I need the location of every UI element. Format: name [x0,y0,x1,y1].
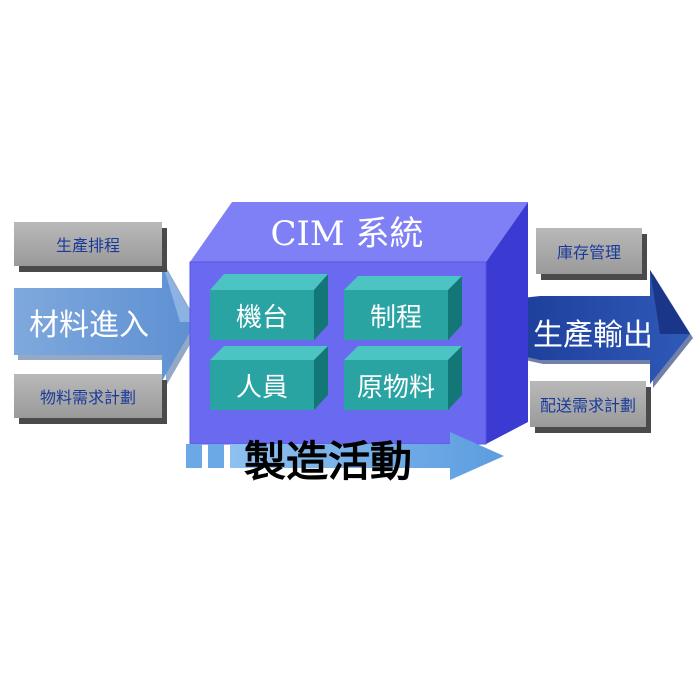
module-label-process: 制程 [369,302,422,333]
manufacturing-activity-label: 製造活動 [244,436,413,486]
module-cube-machine [210,274,328,340]
module-cube-personnel [210,346,328,410]
module-cube-process [344,276,462,340]
module-label-material: 原物料 [356,372,435,403]
input-arrow-label: 材料進入 [29,308,149,343]
system-title: CIM 系統 [270,213,424,254]
module-cube-material [344,346,462,410]
material-requirements-box: 物料需求計劃 [14,374,162,418]
activity-arrow [186,432,504,480]
production-schedule-box: 生產排程 [14,222,162,266]
module-label-personnel: 人員 [235,372,288,403]
inventory-management-box: 庫存管理 [536,228,642,274]
module-label-machine: 機台 [235,302,288,333]
distribution-requirements-box: 配送需求計劃 [530,381,646,427]
input-arrow [14,262,200,386]
output-arrow [522,270,693,388]
output-arrow-label: 生產輸出 [533,318,653,353]
